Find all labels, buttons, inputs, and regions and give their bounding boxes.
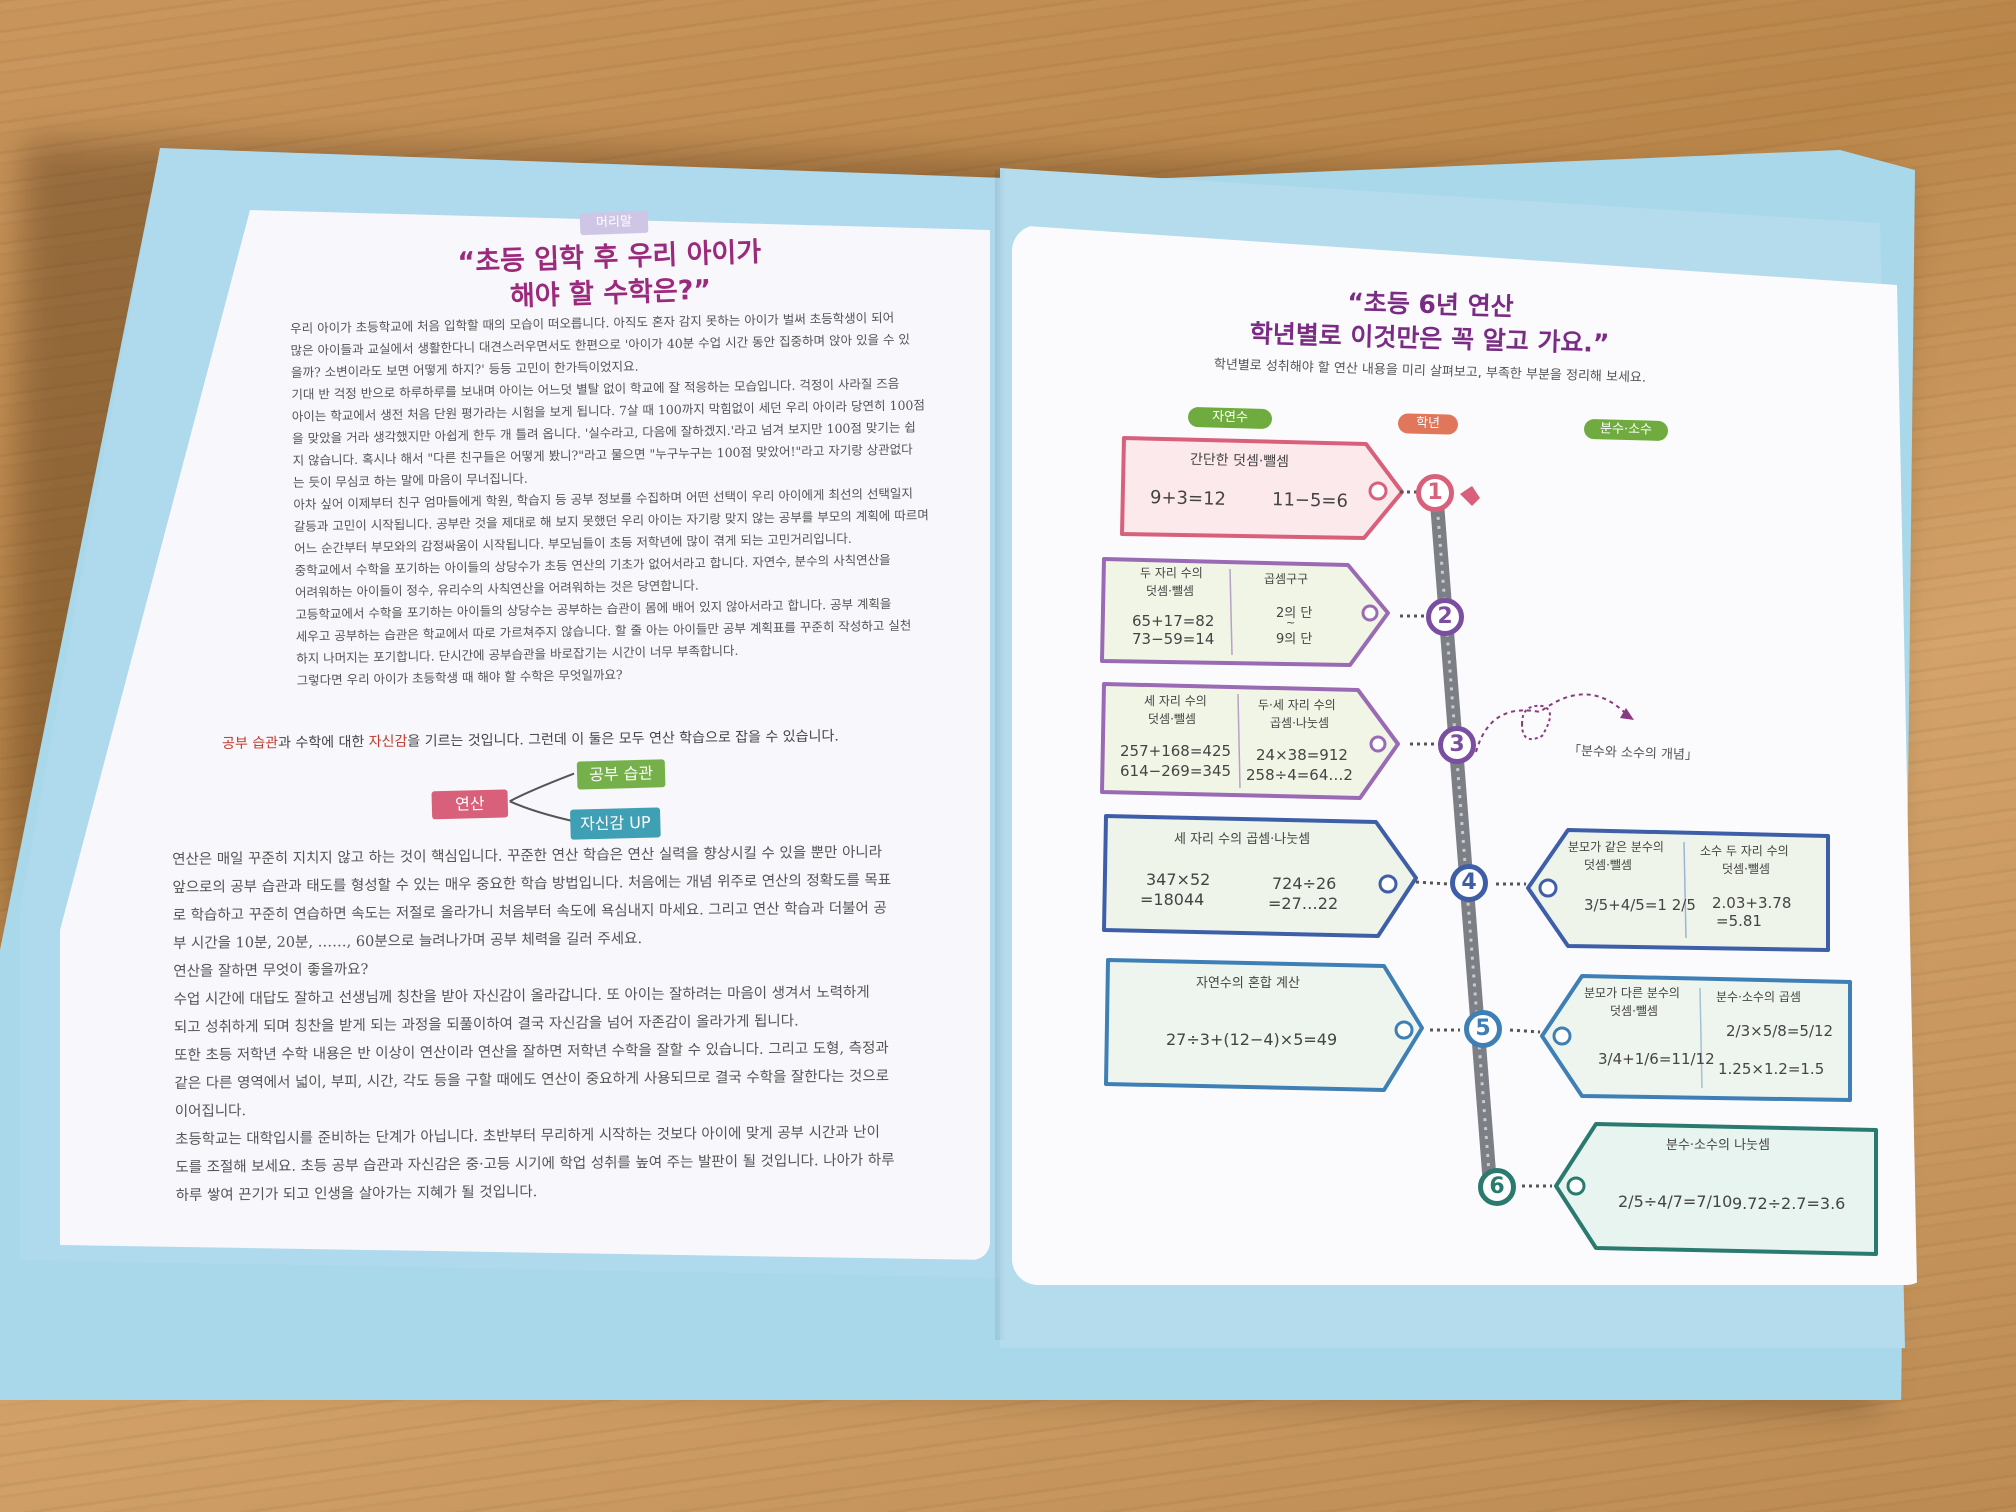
tag-grade5-right-head1a: 분모가 다른 분수의 [1584,986,1680,1000]
tag-grade4-left-eq-a1: 347×52 [1146,870,1211,889]
left-title: “초등 입학 후 우리 아이가 해야 할 수학은?” [429,234,791,319]
tag-grade4-left-eq-b2: =27…22 [1268,894,1339,913]
tag-grade2-eq-b3: 9의 단 [1276,632,1313,647]
grade-node-4: 4 [1450,864,1488,902]
tag-grade6-right-eq-a: 2/5÷4/7=7/10 [1618,1192,1733,1211]
label-grade: 학년 [1397,413,1459,435]
concept-arrow [1475,693,1634,753]
grade-node-3: 3 [1438,726,1476,764]
tag-grade4-right-head1b: 덧셈·뺄셈 [1584,858,1632,872]
left-page-card [60,210,990,1260]
tag-grade3-head2a: 두·세 자리 수의 [1258,698,1336,712]
tag-grade2-head1b: 덧셈·뺄셈 [1146,584,1194,598]
tag-grade4-right-eq-b1: 2.03+3.78 [1712,894,1792,912]
key-highlight-habit: 공부 습관 [222,735,279,752]
intro-paragraphs: 우리 아이가 초등학교에 처음 입학할 때의 모습이 떠오릅니다. 아직도 혼자… [290,306,932,692]
right-title: “초등 6년 연산 학년별로 이것만은 꼭 알고 가요.” [1179,281,1681,363]
tag-grade4-left-eq-b1: 724÷26 [1272,874,1337,893]
label-fractions: 분수·소수 [1583,418,1669,442]
tag-grade5-left-shape [1104,958,1424,1092]
tag-grade5-left-title: 자연수의 혼합 계산 [1196,976,1300,991]
tag-grade3-eq-b2: 258÷4=64…2 [1246,766,1353,784]
tag-grade4-left-shape [1102,814,1418,938]
tag-grade1-shape [1120,436,1404,540]
tag-grade4-right-eq-b2: =5.81 [1716,912,1762,930]
tag-grade4-right-shape [1526,828,1830,952]
key-highlight-confidence: 자신감 [368,733,408,751]
tag-grade2-eq-b2: ~ [1286,616,1296,629]
tag-grade2-eq-a1: 65+17=82 [1132,612,1215,630]
tag-grade2-shape [1100,557,1390,667]
diagram-source-box: 연산 [431,789,509,820]
diagram-arrows [509,772,576,823]
tag-grade4-right-eq-a: 3/5+4/5=1 2/5 [1584,896,1696,914]
tag-grade3-eq-b1: 24×38=912 [1256,746,1348,764]
section-tag: 머리말 [579,210,649,236]
tag-grade1-eq-b: 11−5=6 [1271,489,1349,512]
tag-grade1-eq-a: 9+3=12 [1149,487,1227,510]
tag-grade5-right-eq-a: 3/4+1/6=11/12 [1598,1050,1715,1068]
tag-grade6-right-title: 분수·소수의 나눗셈 [1666,1138,1770,1153]
tag-grade2-eq-b1: 2의 단 [1276,606,1313,621]
tag-grade5-right-eq-b2: 1.25×1.2=1.5 [1718,1060,1825,1078]
diagram-habit-box: 공부 습관 [576,759,666,790]
tag-grade2-head2: 곱셈구구 [1264,572,1309,586]
tag-grade3-head2b: 곱셈·나눗셈 [1270,716,1330,730]
tag-grade3-head1a: 세 자리 수의 [1144,694,1207,708]
body-paragraphs: 연산은 매일 꾸준히 지치지 않고 하는 것이 핵심입니다. 꾸준한 연산 학습… [172,838,895,1210]
grade-node-1: 1 [1416,474,1454,512]
tag-grade4-right-head1a: 분모가 같은 분수의 [1568,840,1664,854]
grade-node-6: 6 [1478,1168,1516,1206]
tag-grade3-eq-a2: 614−269=345 [1120,762,1232,780]
label-natural-numbers: 자연수 [1187,406,1273,430]
tag-grade4-right-head2b: 덧셈·뺄셈 [1722,862,1770,876]
tag-grade4-left-title: 세 자리 수의 곱셈·나눗셈 [1174,832,1311,847]
key-text-1: 과 수학에 대한 [278,734,369,752]
tag-grade6-right-eq-b: 9.72÷2.7=3.6 [1732,1194,1846,1213]
tag-grade5-right-eq-b1: 2/3×5/8=5/12 [1726,1022,1834,1040]
book-gutter [995,170,1011,1340]
tag-grade6-right-shape [1554,1122,1878,1256]
tag-grade5-right-head1b: 덧셈·뺄셈 [1610,1004,1658,1018]
tag-grade5-left-eq: 27÷3+(12−4)×5=49 [1166,1030,1338,1049]
tag-grade2-head1a: 두 자리 수의 [1140,566,1203,580]
tag-grade5-right-shape [1540,974,1852,1102]
diagram-confidence-box: 자신감 UP [569,807,661,840]
concept-diagram: 연산 공부 습관 자신감 UP [429,757,692,864]
grade-node-2: 2 [1426,598,1464,636]
tag-grade3-head1b: 덧셈·뺄셈 [1148,712,1196,726]
connectors [1400,490,1552,1188]
grade-node-5: 5 [1464,1010,1502,1048]
tag-grade3-eq-a1: 257+168=425 [1120,742,1232,760]
tag-grade2-eq-a2: 73−59=14 [1132,630,1215,648]
tag-grade1-title: 간단한 덧셈·뺄셈 [1189,451,1290,471]
tag-grade3-shape [1100,682,1400,800]
tag-grade5-right-head2: 분수·소수의 곱셈 [1716,990,1801,1004]
tag-grade4-right-head2a: 소수 두 자리 수의 [1700,844,1789,858]
key-text-2: 을 기르는 것입니다. 그런데 이 둘은 모두 연산 학습으로 잡을 수 있습니… [407,728,839,750]
tag-grade4-left-eq-a2: =18044 [1140,890,1205,909]
